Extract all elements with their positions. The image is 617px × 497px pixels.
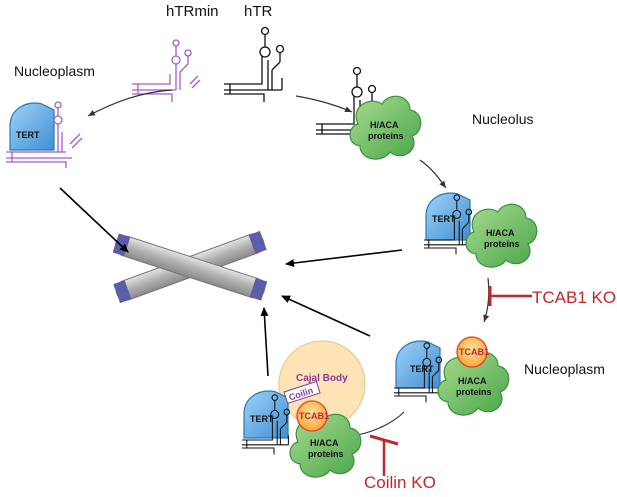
nucleoplasm-label-right: Nucleoplasm bbox=[524, 361, 605, 377]
arrow-left-to-chromosome bbox=[59, 187, 129, 253]
arrow-nucleoplasm-to-chromosome bbox=[281, 295, 371, 337]
haca-label-2: proteins bbox=[368, 131, 404, 141]
tert-label: TERT bbox=[432, 214, 456, 224]
haca-label-2: proteins bbox=[456, 387, 492, 397]
tert-label: TERT bbox=[410, 364, 434, 374]
arrow-to-tert-haca bbox=[419, 159, 447, 189]
coilin-ko-inhibitor: Coilin KO bbox=[364, 434, 436, 492]
coilin-ko-label: Coilin KO bbox=[364, 473, 436, 492]
tcab1-ko-inhibitor: TCAB1 KO bbox=[488, 286, 616, 307]
haca-label-2: proteins bbox=[484, 239, 520, 249]
tcab1-protein: TCAB1 bbox=[456, 336, 489, 368]
arrow-right-to-chromosome bbox=[285, 249, 403, 268]
haca-label-1: H/ACA bbox=[458, 376, 487, 386]
hTRmin-rna bbox=[132, 39, 201, 102]
arrow-cajal-to-chromosome bbox=[260, 307, 269, 377]
nucleoplasm-label-top: Nucleoplasm bbox=[14, 63, 95, 79]
nucleolus-label: Nucleolus bbox=[472, 111, 533, 127]
tcab1-protein: TCAB1 bbox=[296, 400, 329, 432]
hTR-label: hTR bbox=[244, 3, 273, 20]
chromosome bbox=[112, 230, 268, 304]
arrow-hTRmin-to-tert bbox=[87, 89, 173, 117]
tcab1-label: TCAB1 bbox=[459, 347, 489, 357]
hTR-rna-top bbox=[223, 26, 285, 103]
haca-label-1: H/ACA bbox=[310, 438, 339, 448]
hTR-haca-complex-nucleolus: H/ACA proteins bbox=[315, 66, 422, 160]
tert-hTRmin-complex: TERT bbox=[6, 101, 83, 168]
haca-label-1: H/ACA bbox=[370, 120, 399, 130]
cajal-body-label: Cajal Body bbox=[296, 373, 348, 384]
tert-tcab1-haca-complex: TERT H/ACA proteins TCAB1 bbox=[393, 336, 510, 416]
tcab1-label: TCAB1 bbox=[299, 411, 329, 421]
cajal-body-complex: Cajal Body TERT H/ACA proteins TCAB1 Coi… bbox=[241, 340, 366, 478]
haca-label-1: H/ACA bbox=[486, 228, 515, 238]
arrow-to-tcab1-complex bbox=[483, 277, 490, 323]
tert-label: TERT bbox=[16, 130, 40, 140]
haca-label-2: proteins bbox=[308, 449, 344, 459]
tert-hTR-haca-complex: TERT H/ACA proteins bbox=[423, 192, 538, 268]
tert-label: TERT bbox=[250, 414, 274, 424]
arrow-hTR-to-haca bbox=[295, 95, 353, 113]
hTRmin-label: hTRmin bbox=[166, 3, 219, 20]
tcab1-ko-label: TCAB1 KO bbox=[532, 288, 616, 307]
